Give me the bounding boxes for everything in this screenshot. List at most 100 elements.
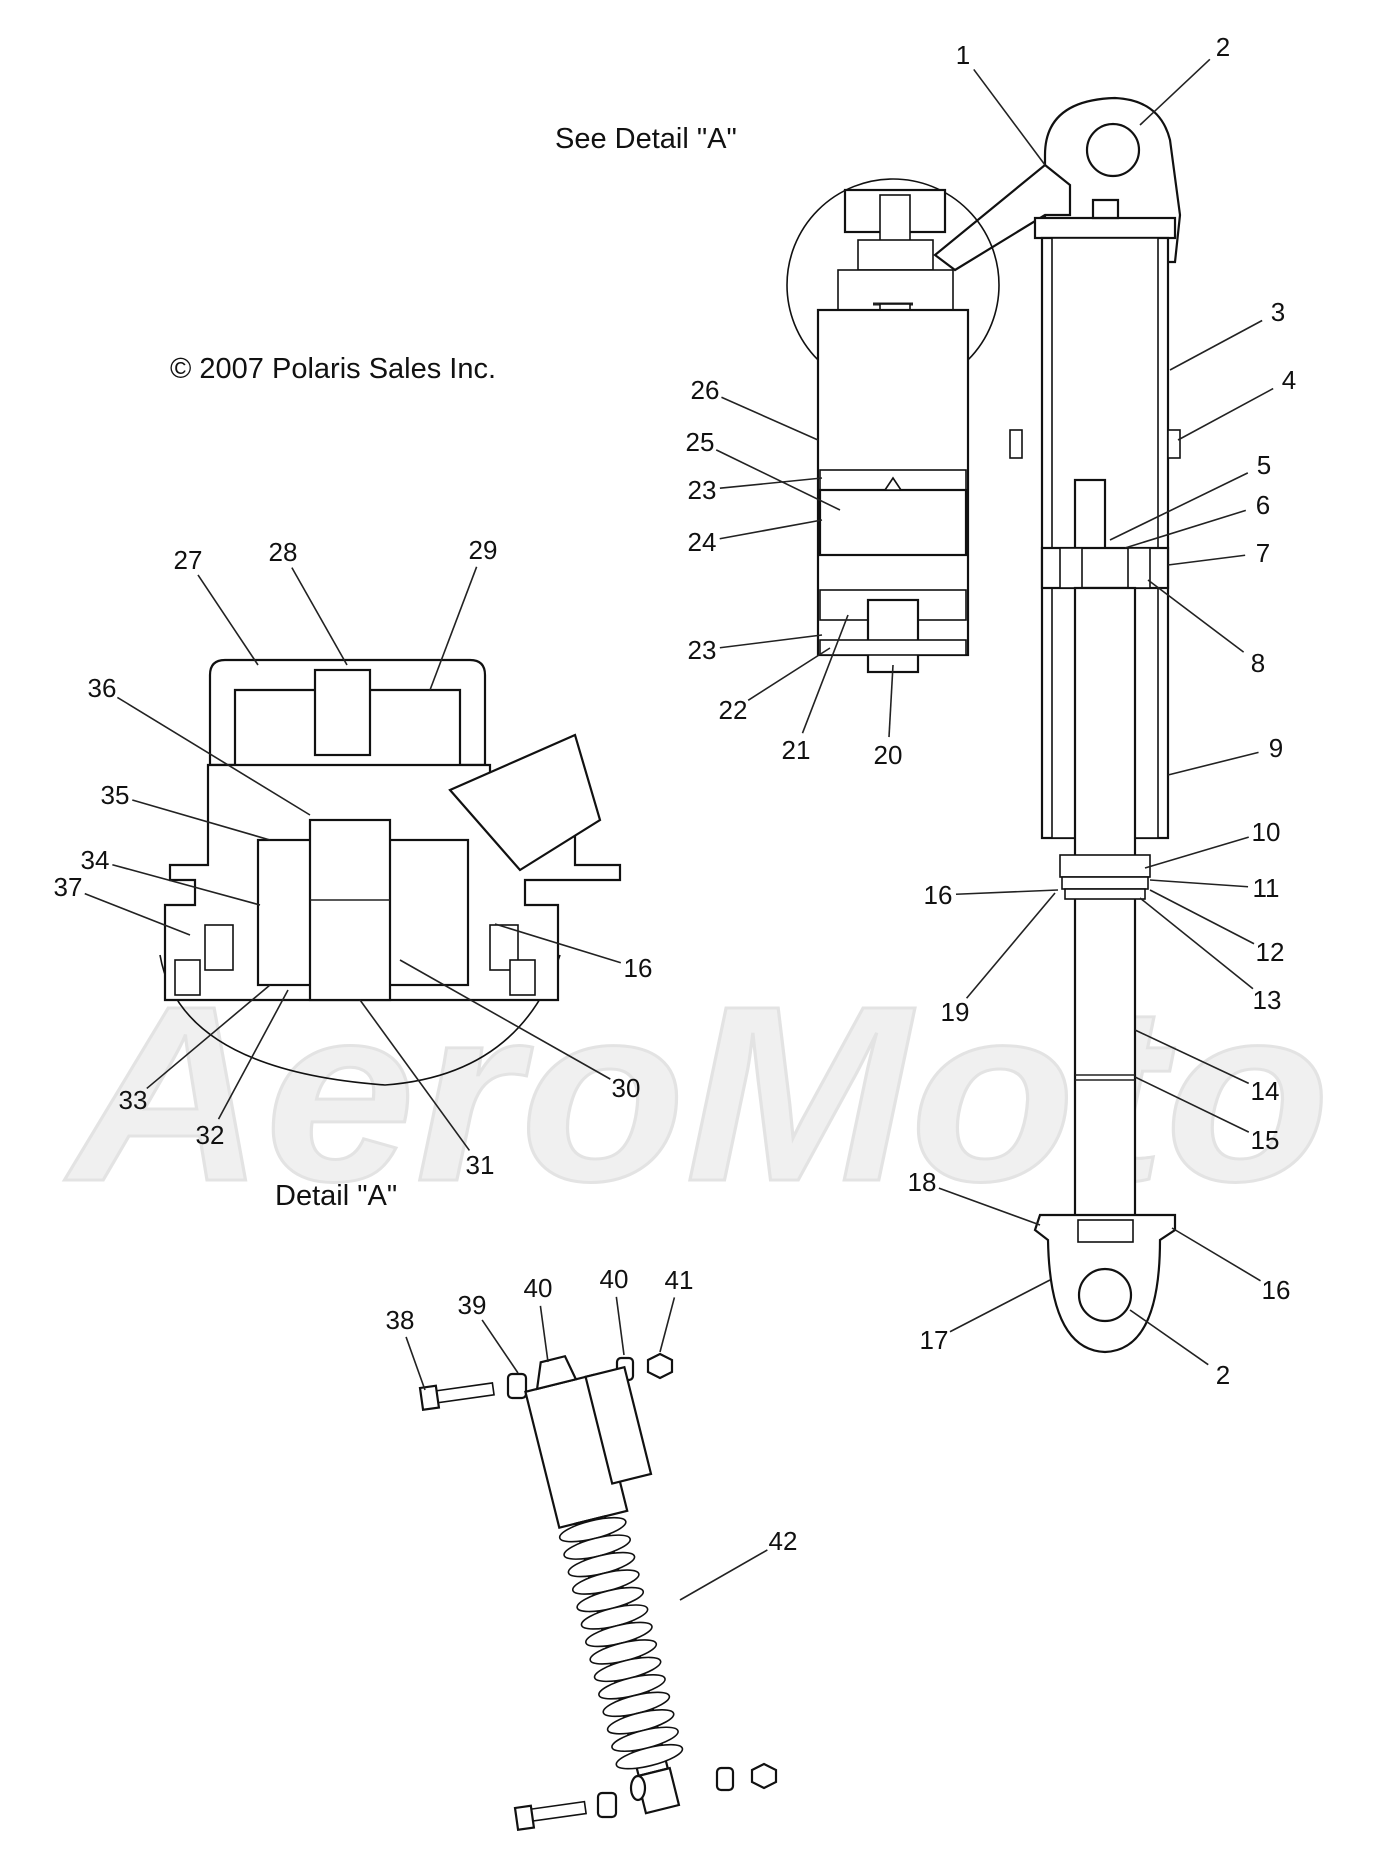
leader-line-c29 bbox=[429, 566, 478, 691]
leader-line-c9 bbox=[1167, 751, 1259, 776]
leader-line-c12 bbox=[1149, 889, 1255, 945]
callout-c39: 39 bbox=[458, 1290, 487, 1320]
callout-c3: 3 bbox=[1271, 297, 1285, 327]
leader-line-c27 bbox=[197, 574, 259, 666]
callout-c20: 20 bbox=[874, 740, 903, 770]
leader-line-c10 bbox=[1144, 836, 1249, 869]
callout-c41: 41 bbox=[665, 1265, 694, 1295]
leader-line-c17 bbox=[949, 1279, 1051, 1333]
detail-a-caption: Detail "A" bbox=[275, 1180, 397, 1212]
callout-c6: 6 bbox=[1256, 490, 1270, 520]
callout-c23a: 23 bbox=[688, 475, 717, 505]
callout-c16b: 16 bbox=[624, 953, 653, 983]
leader-line-c26 bbox=[721, 396, 819, 441]
detail-a-section bbox=[159, 658, 622, 1086]
leader-line-c40b bbox=[615, 1296, 625, 1356]
leader-line-c40a bbox=[539, 1305, 549, 1363]
leader-line-c23b bbox=[719, 634, 823, 649]
leader-line-c21 bbox=[801, 614, 849, 734]
leader-line-c15 bbox=[1134, 1076, 1250, 1133]
leader-line-c39 bbox=[481, 1319, 519, 1374]
callout-c42: 42 bbox=[769, 1526, 798, 1556]
callout-c5: 5 bbox=[1257, 450, 1271, 480]
leader-line-c16b bbox=[494, 923, 622, 964]
callout-c25: 25 bbox=[686, 427, 715, 457]
leader-line-c42 bbox=[679, 1549, 768, 1601]
leader-line-c3 bbox=[1169, 319, 1263, 371]
leader-line-c5 bbox=[1109, 472, 1249, 541]
see-detail-label: See Detail "A" bbox=[555, 123, 737, 155]
leader-line-c8 bbox=[1147, 579, 1245, 653]
callout-c4: 4 bbox=[1282, 365, 1296, 395]
leader-line-c32 bbox=[217, 989, 289, 1120]
leader-line-c25 bbox=[715, 449, 841, 511]
callout-c29: 29 bbox=[469, 535, 498, 565]
callout-c2a: 2 bbox=[1216, 32, 1230, 62]
leader-line-c30 bbox=[399, 959, 611, 1080]
callout-c28: 28 bbox=[269, 537, 298, 567]
callout-c1: 1 bbox=[956, 40, 970, 70]
callout-c7: 7 bbox=[1256, 538, 1270, 568]
leader-line-c35 bbox=[132, 799, 271, 841]
callout-c18: 18 bbox=[908, 1167, 937, 1197]
callout-c16c: 16 bbox=[1262, 1275, 1291, 1305]
callout-c33: 33 bbox=[119, 1085, 148, 1115]
leader-line-c34 bbox=[112, 863, 261, 906]
leader-line-c16a bbox=[955, 889, 1059, 896]
callout-c36: 36 bbox=[88, 673, 117, 703]
callout-c40b: 40 bbox=[600, 1264, 629, 1294]
spring-coil bbox=[615, 1743, 684, 1770]
leader-line-c22 bbox=[747, 647, 831, 701]
leader-line-c33 bbox=[146, 984, 271, 1090]
callout-c30: 30 bbox=[612, 1073, 641, 1103]
callout-c40a: 40 bbox=[524, 1273, 553, 1303]
callout-c34: 34 bbox=[81, 845, 110, 875]
callout-c37: 37 bbox=[54, 872, 83, 902]
leader-line-c24 bbox=[719, 519, 823, 540]
callout-c16a: 16 bbox=[924, 880, 953, 910]
callout-c24: 24 bbox=[688, 527, 717, 557]
leader-line-c36 bbox=[116, 696, 311, 816]
callout-c17: 17 bbox=[920, 1325, 949, 1355]
callout-c32: 32 bbox=[196, 1120, 225, 1150]
reservoir-assembly bbox=[786, 178, 1000, 674]
leader-line-c1 bbox=[973, 68, 1046, 166]
leader-line-c41 bbox=[659, 1297, 676, 1353]
callout-c12: 12 bbox=[1256, 937, 1285, 967]
callout-c10: 10 bbox=[1252, 817, 1281, 847]
leader-line-c31 bbox=[359, 999, 471, 1151]
leader-line-c6 bbox=[1124, 509, 1247, 549]
leader-line-c11 bbox=[1149, 879, 1249, 888]
leader-line-c7 bbox=[1167, 554, 1246, 566]
callout-c14: 14 bbox=[1251, 1076, 1280, 1106]
leader-line-c2a bbox=[1139, 58, 1211, 126]
leader-line-c23a bbox=[719, 477, 823, 490]
leader-line-c19 bbox=[965, 892, 1056, 999]
callout-c19: 19 bbox=[941, 997, 970, 1027]
leader-line-c20 bbox=[888, 664, 894, 738]
callout-c23b: 23 bbox=[688, 635, 717, 665]
callout-c13: 13 bbox=[1253, 985, 1282, 1015]
callout-c15: 15 bbox=[1251, 1125, 1280, 1155]
callout-c35: 35 bbox=[101, 780, 130, 810]
leader-line-c13 bbox=[1139, 897, 1254, 990]
callout-c27: 27 bbox=[174, 545, 203, 575]
callout-c8: 8 bbox=[1251, 648, 1265, 678]
leader-line-c37 bbox=[84, 892, 191, 936]
leader-line-c38 bbox=[405, 1336, 426, 1391]
callout-c2b: 2 bbox=[1216, 1360, 1230, 1390]
shock-hardware-assembly bbox=[418, 1352, 778, 1832]
callout-c22: 22 bbox=[719, 695, 748, 725]
leader-line-c2b bbox=[1129, 1309, 1209, 1366]
callout-c11: 11 bbox=[1253, 873, 1280, 903]
callout-c26: 26 bbox=[691, 375, 720, 405]
callout-c38: 38 bbox=[386, 1305, 415, 1335]
callout-c9: 9 bbox=[1269, 733, 1283, 763]
main-shock-assembly bbox=[933, 96, 1182, 1354]
leader-line-c4 bbox=[1177, 387, 1274, 441]
leader-line-c28 bbox=[291, 567, 348, 666]
callout-c21: 21 bbox=[782, 735, 811, 765]
copyright-text: © 2007 Polaris Sales Inc. bbox=[170, 353, 496, 385]
